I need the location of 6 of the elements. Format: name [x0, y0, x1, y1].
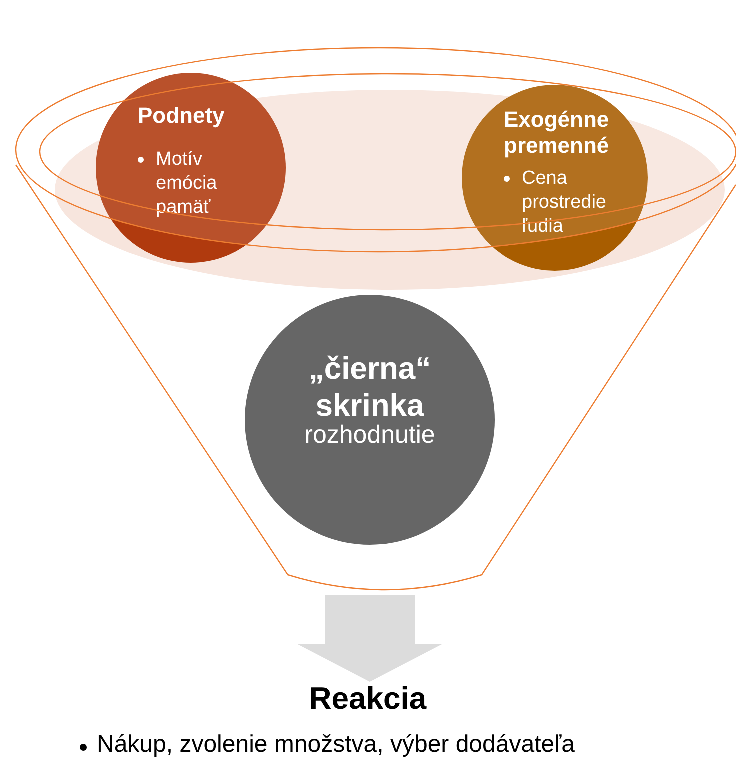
bullet-text: Nákup, zvolenie množstva, výber dodávateľa — [97, 731, 575, 759]
heading: Exogénne premenné — [504, 107, 610, 160]
heading: Reakcia — [308, 681, 428, 717]
heading: Podnety — [138, 103, 226, 130]
arrow — [297, 595, 443, 682]
bullet-text: Motív emócia pamäť — [156, 148, 218, 220]
